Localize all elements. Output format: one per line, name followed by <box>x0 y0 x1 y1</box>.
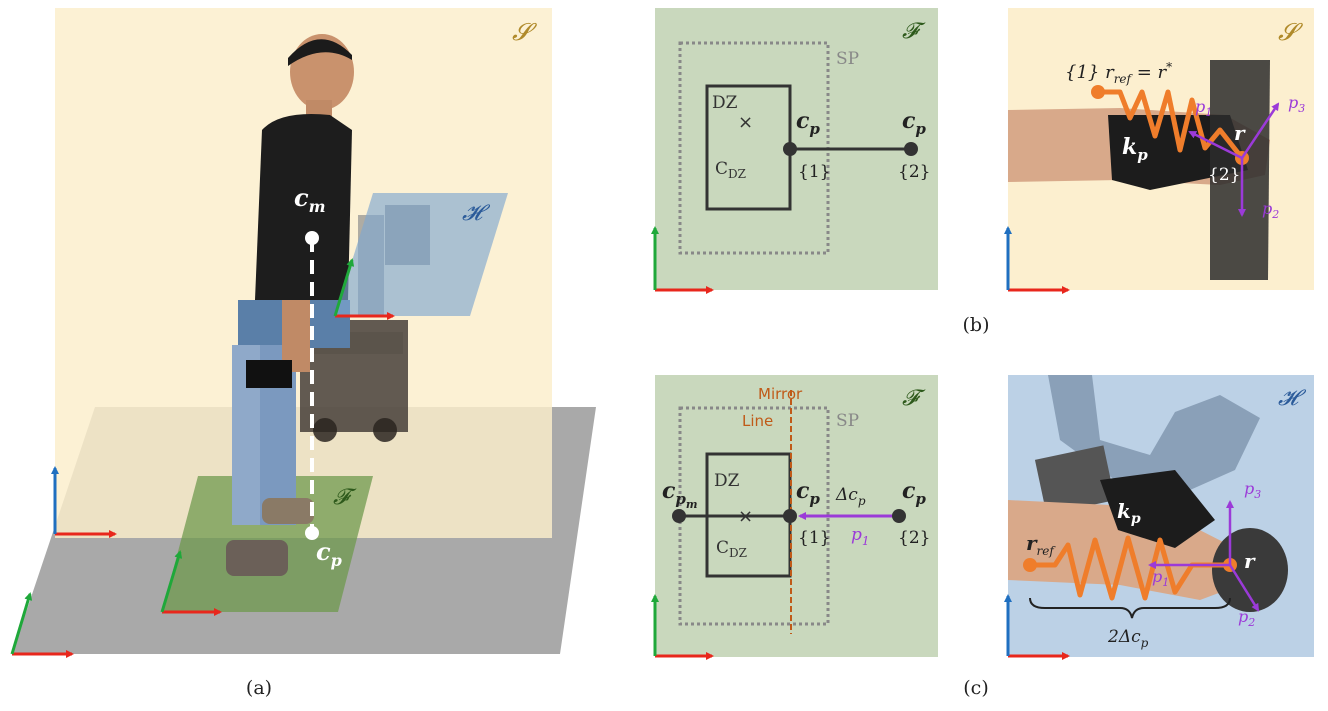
cm-label: cm <box>294 183 326 216</box>
cp-node-2-label-b: cp <box>902 108 926 138</box>
p1-label-c: p1 <box>851 525 870 548</box>
foot-frame-axes <box>160 550 222 616</box>
delta-cp-label: Δcp <box>835 485 866 508</box>
frame-axes-s <box>1004 226 1070 294</box>
dz-label-c: DZ <box>714 471 740 491</box>
p1-arrow-s <box>1188 130 1243 160</box>
rref-node-s <box>1091 85 1105 99</box>
cp-point <box>305 526 319 540</box>
p1-label-s: p1 <box>1195 97 1212 119</box>
rref-label-h: rref <box>1026 531 1056 558</box>
cp-node-1-c <box>783 509 797 523</box>
panel-c-caption: (c) <box>963 677 988 699</box>
r-label-h: r <box>1244 549 1256 573</box>
p1-label-h: p1 <box>1152 567 1169 589</box>
cp-node-2-label-c: cp <box>902 478 926 508</box>
cdz-label-c: CDZ <box>716 538 747 560</box>
sp-label-b: SP <box>836 49 859 69</box>
spring-h <box>1032 535 1230 601</box>
cp-node-2-c <box>892 509 906 523</box>
tag-2-c: {2} <box>898 528 930 548</box>
panel-a-caption: (a) <box>246 677 272 699</box>
tag-2-s: {2} <box>1208 165 1240 185</box>
cpm-node-c <box>672 509 686 523</box>
human-figure <box>226 34 354 576</box>
frame-axes-h <box>1004 594 1070 660</box>
frame-axes-b <box>651 226 714 294</box>
tag-1-b: {1} <box>798 162 830 182</box>
p2-label-s: p2 <box>1262 199 1279 221</box>
cdz-label-b: CDZ <box>715 159 746 181</box>
r-label-s: r <box>1234 121 1246 145</box>
p3-label-h: p3 <box>1244 479 1261 501</box>
dz-label-b: DZ <box>712 93 738 113</box>
horizontal-frame-axes <box>333 258 395 320</box>
cp-node-2-b <box>904 142 918 156</box>
p2-label-h: p2 <box>1238 607 1255 629</box>
kp-label-s: kp <box>1122 134 1148 164</box>
panel-b-diagram: 𝓕 SP DZ × CDZ cp cp {1} {2} <box>651 8 938 294</box>
p3-arrow-s <box>1240 102 1280 159</box>
p2-arrow-h <box>1228 564 1260 612</box>
mirror-label-1: Mirror <box>758 385 803 403</box>
panel-c-photo: 𝓗 kp r rref p1 p2 p3 2Δcp <box>1004 375 1314 660</box>
mirror-label-2: Line <box>742 412 773 430</box>
tag-1-c: {1} <box>798 528 830 548</box>
brace-h <box>1029 597 1231 619</box>
cp-label-a: cp <box>316 537 342 570</box>
horizontal-plane <box>335 193 508 316</box>
kp-label-h: kp <box>1117 499 1141 527</box>
panel-b-photo: 𝓢 {1} rref = r* kp r {2} p1 p2 p3 <box>1004 8 1314 294</box>
robot-cuff-h <box>1034 445 1116 515</box>
tag-2-b: {2} <box>898 162 930 182</box>
panel-b-caption: (b) <box>963 314 990 336</box>
cm-point <box>305 231 319 245</box>
cp-node-1-label-c: cp <box>796 478 820 508</box>
panel-a: 𝓢 𝓗 𝓕 cm cp (a) <box>10 8 596 699</box>
panel-c-diagram: 𝓕 SP DZ × CDZ Mirror Line cpm cp cp Δcp … <box>651 375 938 660</box>
dz-center-marker-b: × <box>738 112 753 133</box>
glove-h <box>1100 470 1215 548</box>
robot-handle-s <box>1210 60 1270 280</box>
world-frame-axes <box>10 592 74 658</box>
p3-label-s: p3 <box>1288 93 1305 115</box>
sagittal-frame-axes <box>51 466 117 538</box>
brace-label-h: 2Δcp <box>1107 627 1149 650</box>
cp-node-1-label-b: cp <box>796 108 820 138</box>
rref-node-h <box>1023 558 1037 572</box>
cpm-label: cpm <box>662 478 698 511</box>
sp-label-c: SP <box>836 411 859 431</box>
cp-node-1-b <box>783 142 797 156</box>
rref-equation-s: {1} rref = r* <box>1065 60 1172 86</box>
frame-axes-c <box>651 594 714 660</box>
